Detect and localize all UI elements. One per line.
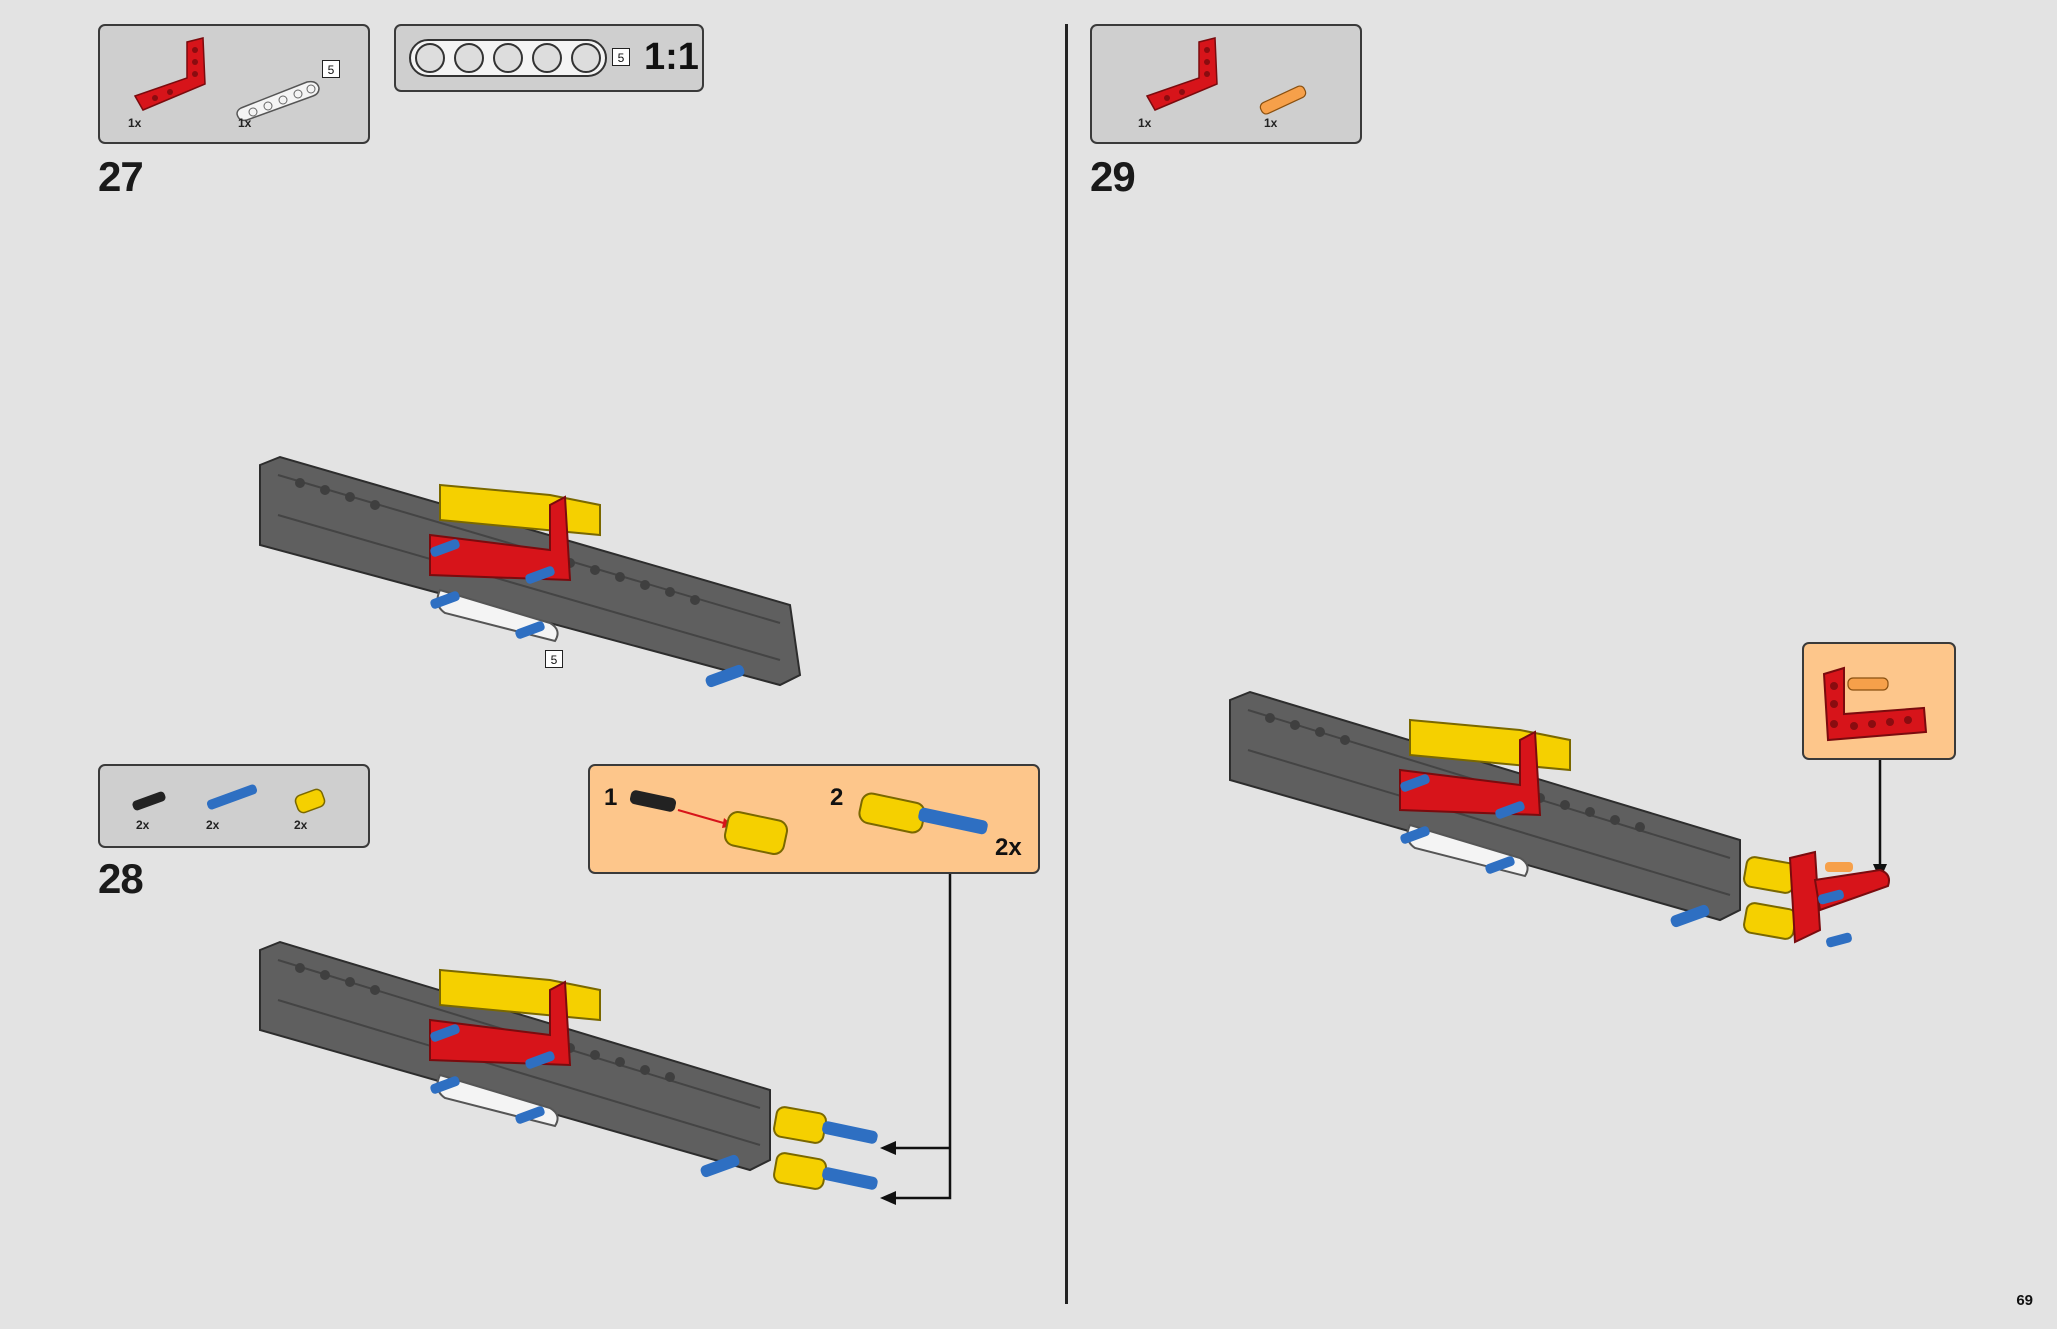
step-28-assembly-illustration	[259, 940, 878, 1190]
yellow-connector-icon	[294, 788, 326, 814]
step-27-parts-box: 1x 5 1x	[98, 24, 370, 144]
red-angled-beam-icon	[133, 37, 206, 111]
part-quantity: 1x	[1264, 116, 1278, 130]
part-quantity: 2x	[294, 818, 308, 832]
white-beam-icon	[236, 80, 320, 122]
step-27-number: 27	[98, 153, 144, 200]
black-pin-icon	[132, 791, 166, 811]
step-29-assembly-illustration	[1229, 690, 1890, 948]
scale-length-tag: 5	[612, 48, 630, 66]
step-29-parts-box: 1x 1x	[1090, 24, 1362, 144]
scale-beam-icon	[409, 39, 607, 77]
substep-label: 1	[604, 784, 618, 811]
red-angled-beam-icon	[1145, 37, 1218, 111]
page-number: 69	[2016, 1292, 2033, 1309]
step-28-parts-box: 2x 2x 2x	[98, 764, 370, 848]
assembled-connector-illustration	[858, 792, 988, 835]
step-27-assembly-illustration	[259, 455, 802, 688]
step-28-subassembly-callout: 1 2 2x	[588, 764, 1040, 874]
part-quantity: 1x	[128, 116, 142, 130]
substep-label: 2	[830, 784, 844, 811]
scale-reference-box: 5 1:1	[394, 24, 704, 92]
part-quantity: 1x	[238, 116, 252, 130]
step-28-number: 28	[98, 855, 144, 902]
step-29-number: 29	[1090, 153, 1136, 200]
beam-length-tag: 5	[322, 60, 340, 78]
blue-axle-pin-icon	[206, 784, 258, 810]
red-beam-with-orange-pin-illustration	[1822, 666, 1928, 742]
substep-multiplier: 2x	[995, 834, 1022, 861]
scale-label: 1:1	[644, 36, 699, 78]
step-29-subassembly-callout	[1802, 642, 1956, 760]
part-quantity: 2x	[136, 818, 150, 832]
page-divider	[1065, 24, 1068, 1304]
orange-axle-pin-icon	[1259, 85, 1307, 115]
part-quantity: 2x	[206, 818, 220, 832]
part-quantity: 1x	[1138, 116, 1152, 130]
callout-length-tag: 5	[545, 650, 563, 668]
pin-into-connector-illustration	[629, 790, 789, 856]
